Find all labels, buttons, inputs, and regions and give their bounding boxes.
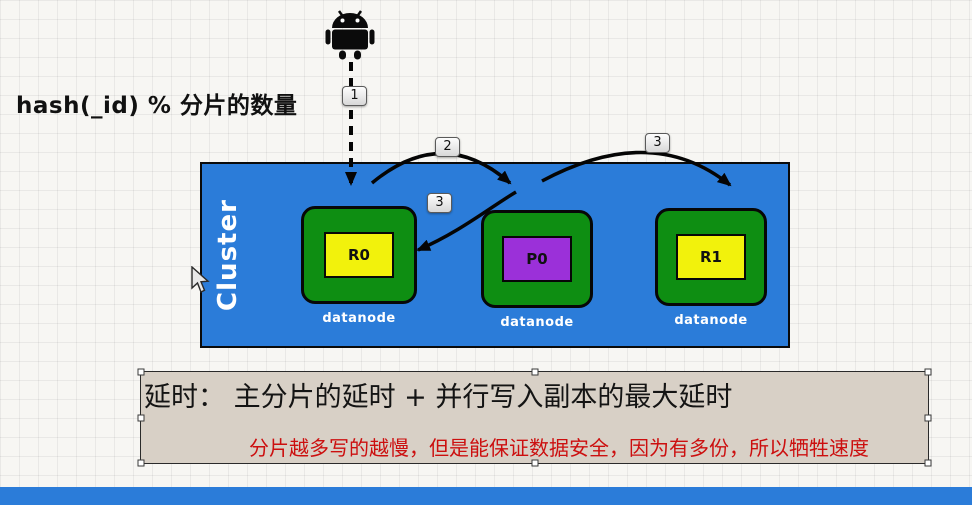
datanode-group-3[interactable]: R1 datanode xyxy=(655,208,767,328)
cluster-box[interactable]: Cluster R0 datanode P0 datanode R1 datan… xyxy=(200,162,790,348)
hash-formula-text[interactable]: hash(_id) % 分片的数量 xyxy=(16,93,298,119)
datanode-box-2[interactable]: P0 xyxy=(481,210,593,308)
bottom-blue-bar xyxy=(0,487,972,505)
selection-handle-w[interactable] xyxy=(137,414,145,421)
datanode-label-1: datanode xyxy=(322,311,396,326)
selection-handle-ne[interactable] xyxy=(924,368,932,376)
selection-handle-n[interactable] xyxy=(531,368,538,376)
cluster-label: Cluster xyxy=(213,199,243,311)
note-line-2: 分片越多写的越慢，但是能保证数据安全，因为有多份，所以牺牲速度 xyxy=(249,436,869,460)
android-robot-icon[interactable] xyxy=(324,6,376,60)
mouse-cursor-icon xyxy=(190,265,210,294)
selection-handle-nw[interactable] xyxy=(137,368,145,376)
step-badge-2[interactable]: 2 xyxy=(435,137,460,157)
datanode-group-2[interactable]: P0 datanode xyxy=(481,210,593,330)
selection-handle-e[interactable] xyxy=(924,414,932,421)
selection-handle-se[interactable] xyxy=(924,459,932,467)
step-badge-3-right[interactable]: 3 xyxy=(645,133,670,153)
shard-r0[interactable]: R0 xyxy=(324,232,394,278)
datanode-box-3[interactable]: R1 xyxy=(655,208,767,306)
note-line-1: 延时： 主分片的延时 + 并行写入副本的最大延时 xyxy=(144,382,733,413)
step-badge-3-left[interactable]: 3 xyxy=(427,193,452,213)
step-badge-1[interactable]: 1 xyxy=(342,86,367,106)
selection-handle-sw[interactable] xyxy=(137,459,145,467)
shard-p0[interactable]: P0 xyxy=(502,236,572,282)
selection-handle-s[interactable] xyxy=(531,459,538,467)
datanode-group-1[interactable]: R0 datanode xyxy=(301,206,417,326)
datanode-box-1[interactable]: R0 xyxy=(301,206,417,304)
shard-r1[interactable]: R1 xyxy=(676,234,746,280)
datanode-label-3: datanode xyxy=(674,313,748,328)
note-box[interactable]: 延时： 主分片的延时 + 并行写入副本的最大延时 分片越多写的越慢，但是能保证数… xyxy=(137,368,932,467)
datanode-label-2: datanode xyxy=(500,315,574,330)
